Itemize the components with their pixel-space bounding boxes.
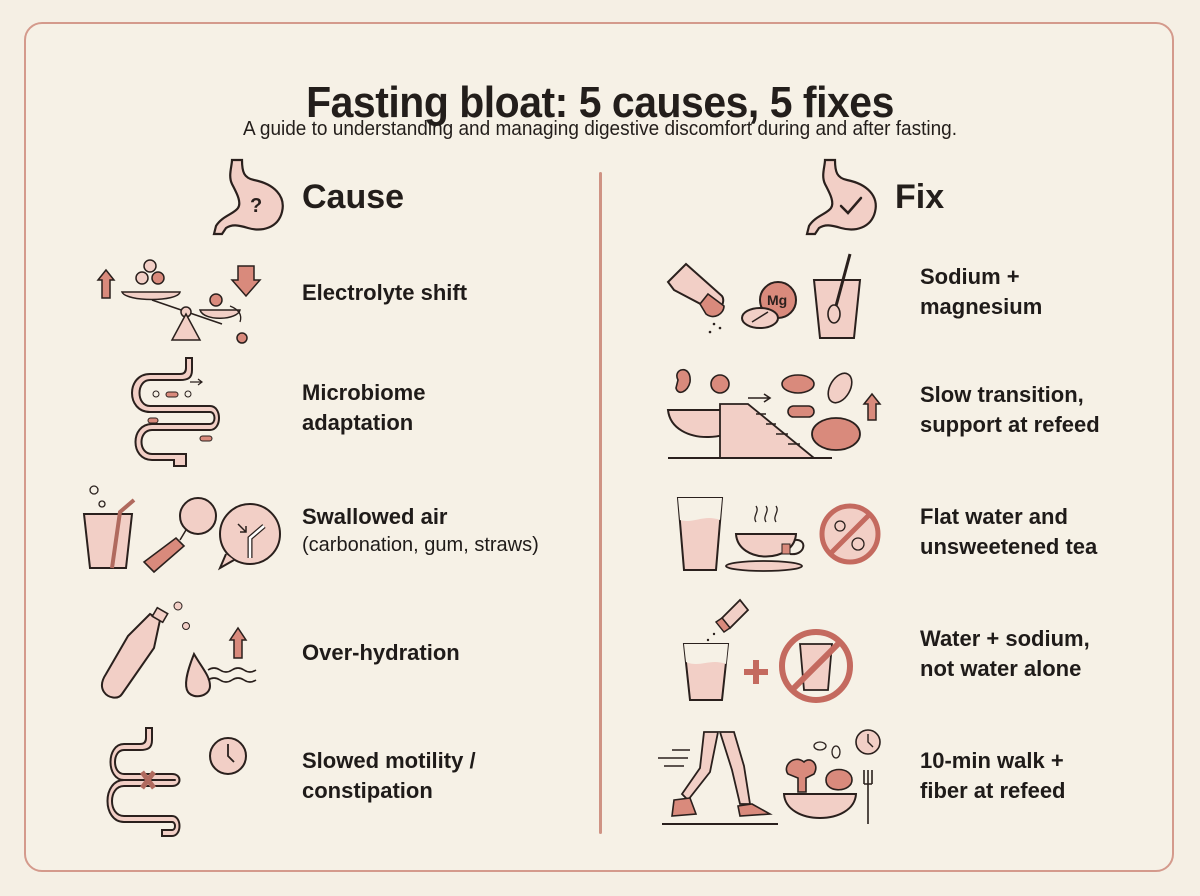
fix-title: Sodium + magnesium [920,264,1043,319]
walk-fiber-bowl-icon [658,729,881,825]
cause-title: Electrolyte shift [302,280,468,305]
cause-column-header: ? Cause [212,158,404,236]
intestine-knot-clock-icon [106,727,247,837]
soda-gum-straw-icon [82,485,281,574]
cause-column-label: Cause [302,177,405,216]
cause-title: Microbiome adaptation [302,380,426,435]
electrolyte-balance-scale-icon [96,259,262,344]
cause-title: Swallowed air (carbonation, gum, straws) [302,504,539,556]
water-bottle-drop-icon [100,601,257,699]
page-subtitle: A guide to understanding and managing di… [242,118,958,140]
salted-water-no-plain-water-icon [682,598,853,703]
salt-magnesium-glass-icon: Mg [666,253,862,339]
svg-text:Mg: Mg [767,292,787,308]
food-ramp-bacteria-icon [666,368,882,459]
stomach-question-icon: ? [212,158,284,236]
cause-title: Over-hydration [302,640,460,665]
fix-title: Slow transition, support at refeed [920,382,1100,437]
intestine-bacteria-icon [131,357,220,467]
cause-title: Slowed motility / constipation [302,748,476,803]
svg-text:?: ? [250,195,262,217]
fix-title: 10-min walk + fiber at refeed [920,748,1066,803]
column-divider [599,172,602,834]
fix-title: Flat water and unsweetened tea [920,504,1098,559]
fix-title: Water + sodium, not water alone [920,626,1090,681]
cause-detail: (carbonation, gum, straws) [302,534,539,556]
stomach-check-icon [805,158,877,236]
water-tea-no-bubbles-icon [676,497,881,572]
page-title: Fasting bloat: 5 causes, 5 fixes [306,78,894,127]
fix-column-label: Fix [895,177,945,216]
fix-column-header: Fix [805,158,944,236]
